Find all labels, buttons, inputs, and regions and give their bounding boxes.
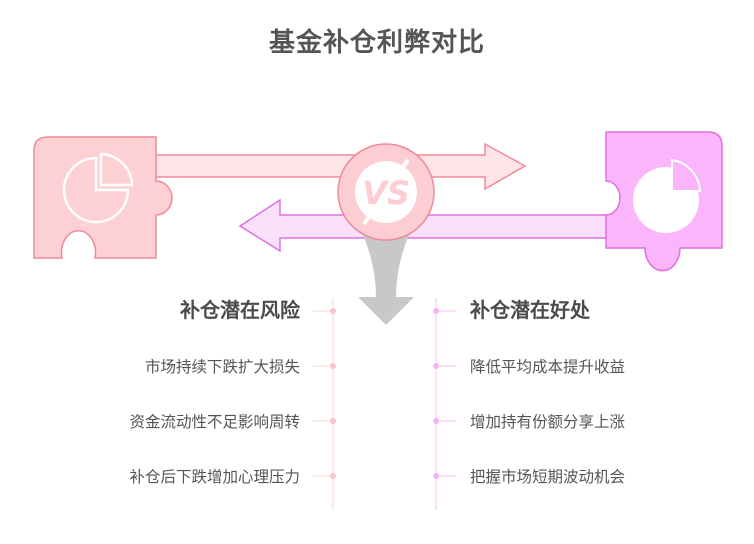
- risk-dots: [330, 308, 336, 479]
- benefit-item: 把握市场短期波动机会: [470, 468, 626, 486]
- risk-heading: 补仓潜在风险: [180, 298, 300, 322]
- down-arrow: [358, 232, 414, 325]
- vs-badge: VS: [337, 143, 435, 241]
- benefit-arrow: [238, 198, 613, 253]
- risk-item: 市场持续下跌扩大损失: [144, 358, 300, 376]
- pie-chart-icon: [633, 158, 702, 233]
- risk-item: 补仓后下跌增加心理压力: [129, 468, 300, 486]
- benefit-heading: 补仓潜在好处: [470, 298, 590, 322]
- benefit-timeline: [435, 298, 456, 510]
- risk-puzzle-piece: [33, 136, 173, 259]
- risk-arrow: [149, 142, 527, 191]
- benefit-item: 增加持有份额分享上涨: [470, 413, 626, 431]
- vs-icon: VS: [362, 174, 410, 212]
- pie-chart-icon: [62, 152, 134, 224]
- vs-slash: [362, 158, 410, 226]
- page-title: 基金补仓利弊对比: [268, 28, 485, 58]
- benefit-dots: [433, 308, 439, 479]
- risk-timeline: [313, 298, 334, 510]
- risk-item: 资金流动性不足影响周转: [129, 413, 300, 431]
- benefit-puzzle-piece: [605, 131, 723, 272]
- benefit-item: 降低平均成本提升收益: [470, 358, 626, 376]
